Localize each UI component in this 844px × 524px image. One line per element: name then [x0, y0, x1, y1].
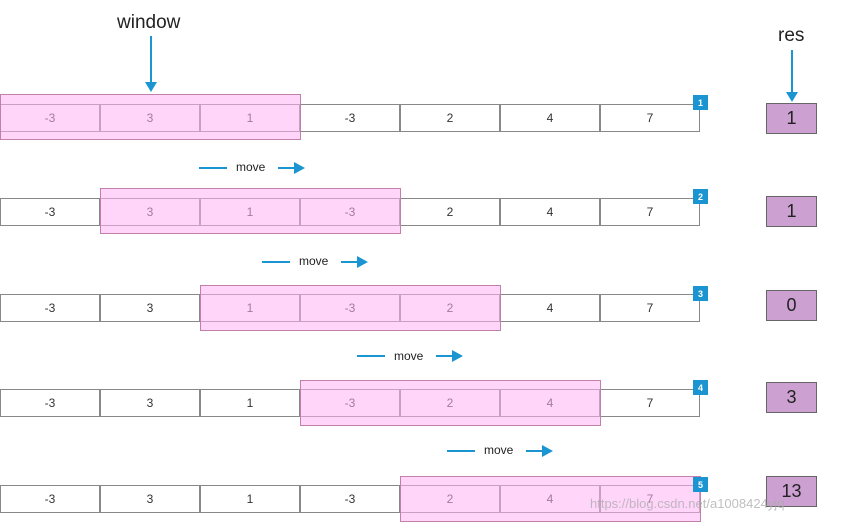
array-cell: 3 [100, 389, 200, 417]
sliding-window-5 [400, 476, 701, 522]
sliding-window-2 [100, 188, 401, 234]
array-cell: 7 [600, 389, 700, 417]
array-cell: -3 [0, 389, 100, 417]
res-label: res [778, 25, 805, 46]
move-arrow-icon [526, 445, 553, 457]
move-label: move [299, 254, 329, 268]
array-cell: 4 [500, 104, 600, 132]
array-cell: 7 [600, 294, 700, 322]
array-cell: 7 [600, 198, 700, 226]
move-arrow-icon [341, 256, 368, 268]
res-value-2: 1 [766, 196, 817, 227]
array-cell: 1 [200, 389, 300, 417]
move-label: move [394, 349, 424, 363]
step-badge-4: 4 [693, 380, 708, 395]
move-line-left [262, 261, 290, 263]
array-cell: 3 [100, 294, 200, 322]
array-cell: -3 [0, 485, 100, 513]
sliding-window-4 [300, 380, 601, 426]
array-cell: -3 [0, 294, 100, 322]
move-line-left [357, 355, 385, 357]
array-cell: -3 [0, 198, 100, 226]
step-badge-3: 3 [693, 286, 708, 301]
array-cell: 1 [200, 485, 300, 513]
step-badge-2: 2 [693, 189, 708, 204]
move-label: move [236, 160, 266, 174]
sliding-window-1 [0, 94, 301, 140]
watermark: https://blog.csdn.net/a1008424yjq [590, 496, 785, 511]
array-cell: -3 [300, 104, 400, 132]
sliding-window-3 [200, 285, 501, 331]
array-cell: 7 [600, 104, 700, 132]
window-label: window [117, 12, 181, 33]
array-cell: 4 [500, 294, 600, 322]
array-cell: 2 [400, 198, 500, 226]
res-arrow-icon [786, 50, 798, 102]
move-line-left [447, 450, 475, 452]
step-badge-1: 1 [693, 95, 708, 110]
array-cell: 4 [500, 198, 600, 226]
move-arrow-icon [436, 350, 463, 362]
res-value-3: 0 [766, 290, 817, 321]
array-cell: -3 [300, 485, 400, 513]
res-value-1: 1 [766, 103, 817, 134]
array-cell: 3 [100, 485, 200, 513]
move-arrow-icon [278, 162, 305, 174]
res-value-4: 3 [766, 382, 817, 413]
res-value-5: 13 [766, 476, 817, 507]
array-cell: 2 [400, 104, 500, 132]
move-label: move [484, 443, 514, 457]
move-line-left [199, 167, 227, 169]
window-arrow-icon [145, 36, 157, 92]
step-badge-5: 5 [693, 477, 708, 492]
